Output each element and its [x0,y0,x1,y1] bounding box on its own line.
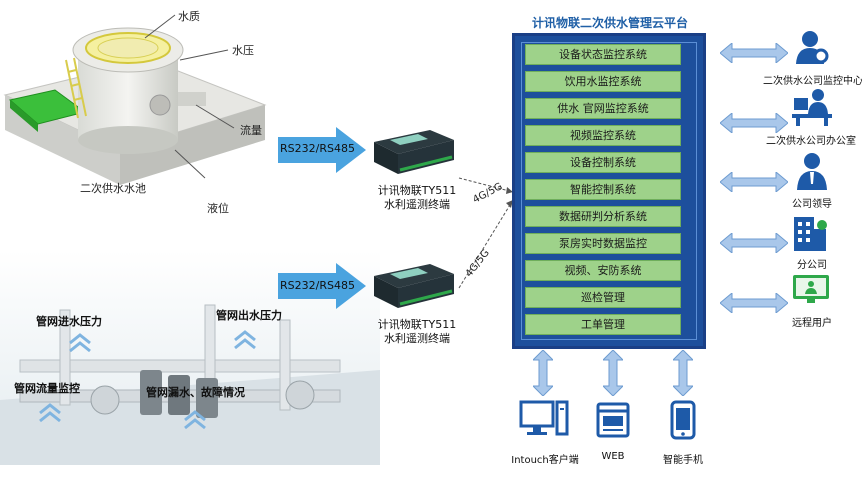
label-inlet-pressure: 管网进水压力 [36,315,102,328]
terminal-label-bottom-line2: 水利遥测终端 [384,332,450,345]
desktop-client-icon [519,400,569,436]
monitor-center-icon [796,31,829,64]
leader-icon [797,153,827,190]
double-arrow-right [720,293,788,313]
web-icon [596,402,630,438]
network-links [458,177,514,289]
terminal-device-top [374,130,454,174]
system-box[interactable]: 设备状态监控系统 [525,44,681,65]
label-outlet-pressure: 管网出水压力 [216,309,282,322]
terminal-label-bottom-line1: 计讯物联TY511 [377,318,457,331]
double-arrow-right [720,43,788,63]
double-arrow-vertical [673,350,693,396]
double-arrow-right [720,172,788,192]
label-flow-monitor: 管网流量监控 [14,382,80,395]
smartphone-icon [670,400,696,440]
terminal-label-bottom: 计讯物联TY511 水利遥测终端 [362,318,472,346]
label-water-pressure: 水压 [232,44,254,57]
rs-label-top: RS232/RS485 [280,142,355,155]
system-box[interactable]: 饮用水监控系统 [525,71,681,92]
system-box[interactable]: 工单管理 [525,314,681,335]
label-tank-name: 二次供水水池 [80,182,146,195]
label-leak-fault: 管网漏水、故障情况 [146,386,245,399]
remote-user-icon [793,275,829,303]
system-box[interactable]: 视频、安防系统 [525,260,681,281]
client-label-web: WEB [601,451,625,462]
system-box[interactable]: 设备控制系统 [525,152,681,173]
platform-panel: 设备状态监控系统 饮用水监控系统 供水 官网监控系统 视频监控系统 设备控制系统… [512,33,706,349]
user-label-remote: 远程用户 [792,318,832,329]
rs-label-bottom: RS232/RS485 [280,279,355,292]
double-arrow-right [720,233,788,253]
user-label-monitor-center: 二次供水公司监控中心 [763,76,862,87]
terminal-label-top-line2: 水利遥测终端 [384,198,450,211]
double-arrow-right [720,113,788,133]
system-box[interactable]: 巡检管理 [525,287,681,308]
client-label-smartphone: 智能手机 [663,455,703,466]
system-box[interactable]: 数据研判分析系统 [525,206,681,227]
platform-title: 计讯物联二次供水管理云平台 [531,16,688,30]
system-box[interactable]: 泵房实时数据监控 [525,233,681,254]
terminal-label-top-line1: 计讯物联TY511 [377,184,457,197]
label-water-quality: 水质 [178,10,200,23]
rs-arrow-top [278,127,366,173]
user-label-branch: 分公司 [797,260,827,271]
system-box[interactable]: 视频监控系统 [525,125,681,146]
water-tank-illustration [0,0,270,195]
user-label-office: 二次供水公司办公室 [766,136,856,147]
rs-arrow-bottom [278,263,366,309]
office-icon [792,89,832,126]
terminal-label-top: 计讯物联TY511 水利遥测终端 [362,184,472,212]
pump-room-illustration [0,250,380,465]
user-label-leader: 公司领导 [792,199,832,210]
platform-inner-border [521,42,697,340]
label-flow: 流量 [240,124,262,137]
terminal-device-bottom [374,264,454,308]
double-arrow-vertical [603,350,623,396]
double-arrow-vertical [533,350,553,396]
label-level: 液位 [207,202,229,215]
client-label-intouch: Intouch客户端 [511,455,579,466]
branch-icon [794,217,827,251]
system-box[interactable]: 供水 官网监控系统 [525,98,681,119]
system-box[interactable]: 智能控制系统 [525,179,681,200]
